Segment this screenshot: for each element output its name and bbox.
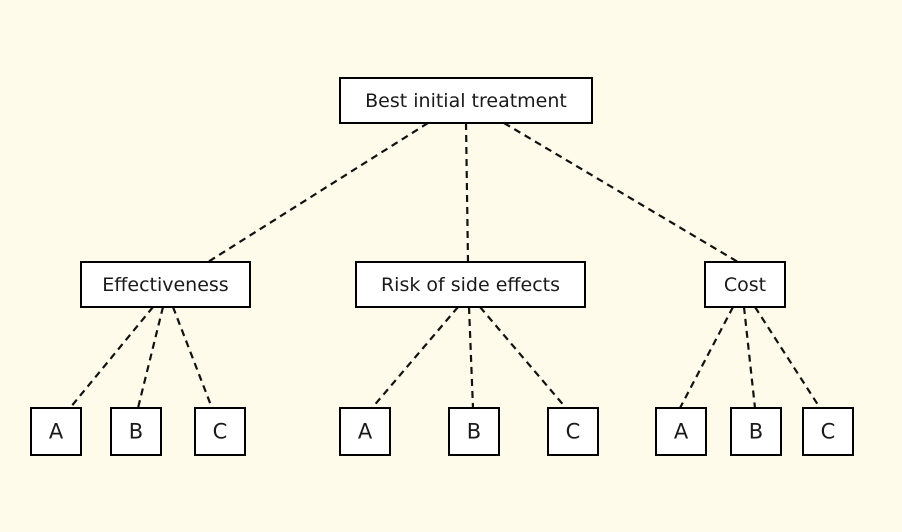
edges-layer (69, 122, 821, 409)
leaf-node-a-3-box[interactable] (339, 407, 391, 456)
leaf-node-c-5-box[interactable] (547, 407, 599, 456)
criterion-node-effectiveness-box[interactable] (80, 261, 251, 308)
leaf-node-b-1-box[interactable] (110, 407, 162, 456)
edge-criterion-to-leaf-0 (69, 306, 154, 409)
leaf-node-b-4[interactable]: B (448, 407, 500, 456)
criterion-node-risk-of-side-effects-box[interactable] (355, 261, 586, 308)
leaf-node-c-2[interactable]: C (194, 407, 246, 456)
leaf-node-a-3-label: A (358, 420, 373, 444)
leaf-node-c-5[interactable]: C (547, 407, 599, 456)
edge-root-to-criterion-1 (464, 122, 470, 263)
leaf-node-a-0[interactable]: A (30, 407, 82, 456)
edge-criterion-to-leaf-6 (679, 306, 734, 409)
edge-root-to-criterion-0 (207, 122, 429, 263)
leaf-node-b-7-label: B (749, 420, 763, 444)
root-node-label: Best initial treatment (365, 90, 567, 112)
criterion-node-cost-label: Cost (724, 274, 766, 296)
leaf-node-c-2-box[interactable] (194, 407, 246, 456)
leaf-node-c-8[interactable]: C (802, 407, 854, 456)
leaf-node-a-6[interactable]: A (655, 407, 707, 456)
criterion-node-cost[interactable]: Cost (704, 261, 786, 308)
edge-criterion-to-leaf-3 (371, 306, 459, 409)
criterion-node-effectiveness[interactable]: Effectiveness (80, 261, 251, 308)
edge-criterion-to-leaf-4 (467, 306, 475, 409)
leaf-node-b-4-box[interactable] (448, 407, 500, 456)
leaf-node-a-3[interactable]: A (339, 407, 391, 456)
leaf-node-a-6-label: A (674, 420, 689, 444)
leaf-node-b-1[interactable]: B (110, 407, 162, 456)
leaf-node-c-5-label: C (566, 420, 581, 444)
criterion-node-risk-of-side-effects-label: Risk of side effects (381, 274, 560, 296)
criterion-node-effectiveness-label: Effectiveness (102, 274, 228, 296)
edge-criterion-to-leaf-7 (742, 306, 757, 409)
leaf-node-a-0-box[interactable] (30, 407, 82, 456)
criterion-node-risk-of-side-effects[interactable]: Risk of side effects (355, 261, 586, 308)
root-node-box[interactable] (339, 77, 593, 124)
leaf-node-b-1-label: B (129, 420, 143, 444)
edge-root-to-criterion-2 (503, 122, 739, 263)
leaf-node-b-7-box[interactable] (730, 407, 782, 456)
leaf-node-c-8-label: C (821, 420, 836, 444)
leaf-node-c-8-box[interactable] (802, 407, 854, 456)
edge-criterion-to-leaf-2 (171, 306, 214, 409)
root-node[interactable]: Best initial treatment (339, 77, 593, 124)
edge-criterion-to-leaf-1 (136, 306, 165, 409)
edge-criterion-to-leaf-8 (754, 306, 821, 409)
edge-criterion-to-leaf-5 (479, 306, 567, 409)
leaf-node-b-7[interactable]: B (730, 407, 782, 456)
leaf-node-c-2-label: C (213, 420, 228, 444)
leaf-node-b-4-label: B (467, 420, 481, 444)
leaf-node-a-6-box[interactable] (655, 407, 707, 456)
leaf-node-a-0-label: A (49, 420, 64, 444)
criterion-node-cost-box[interactable] (704, 261, 786, 308)
